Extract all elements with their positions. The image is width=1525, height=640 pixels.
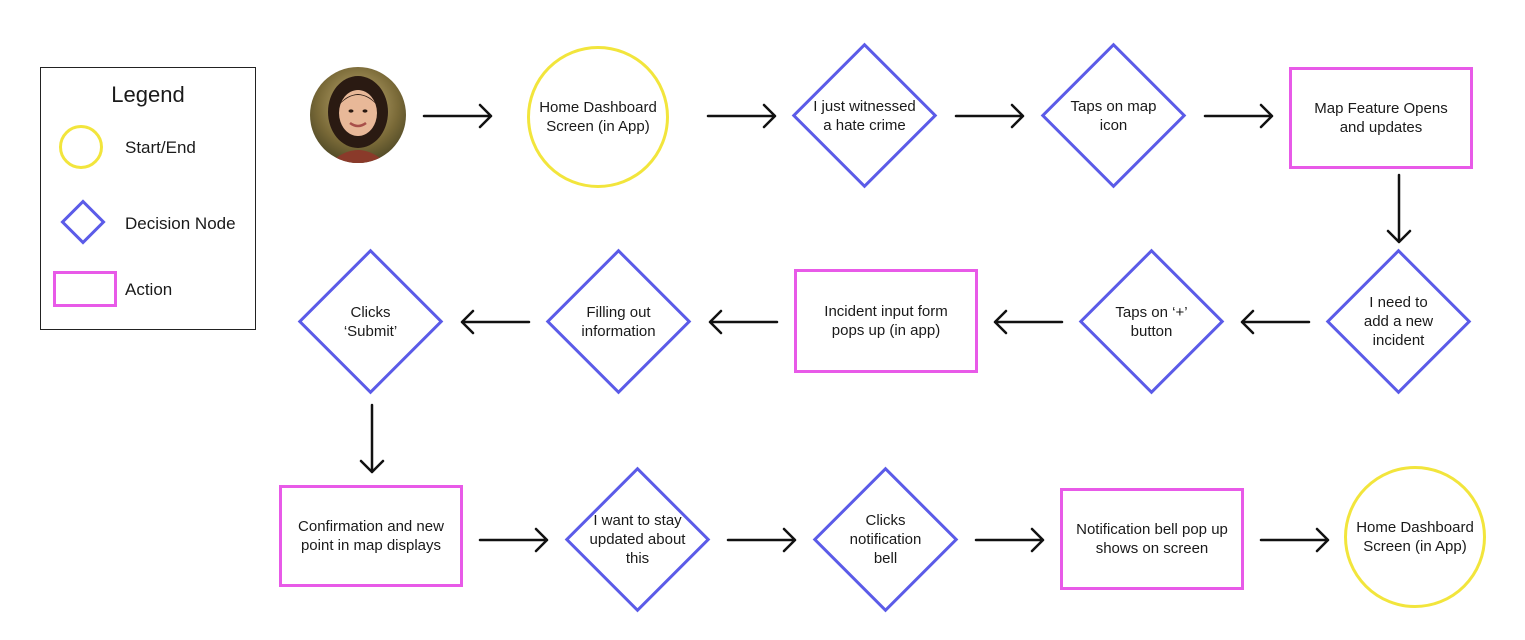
node-stay-updated-label: I want to stay updated about this	[589, 512, 686, 567]
node-input-form-label: Incident input form pops up (in app)	[824, 303, 948, 339]
node-home-start: Home Dashboard Screen (in App)	[527, 46, 669, 188]
arrow-3	[954, 103, 1025, 129]
legend-start-end-icon	[59, 125, 103, 169]
node-map-opens-label: Map Feature Opens and updates	[1314, 100, 1448, 136]
legend-action-label: Action	[125, 280, 173, 299]
node-clicks-bell: Clicks notification bell	[812, 466, 959, 613]
arrow-7	[993, 309, 1064, 335]
arrow-2	[706, 103, 777, 129]
node-taps-plus-label: Taps on ‘+’ button	[1115, 303, 1188, 340]
node-confirmation: Confirmation and new point in map displa…	[279, 485, 463, 587]
legend-action-icon	[53, 271, 117, 307]
arrow-1	[422, 103, 493, 129]
legend-decision-label: Decision Node	[125, 214, 236, 233]
node-witnessed: I just witnessed a hate crime	[791, 42, 938, 189]
node-taps-map: Taps on map icon	[1040, 42, 1187, 189]
arrow-10	[359, 403, 385, 474]
node-bell-popup-label: Notification bell pop up shows on screen	[1076, 521, 1228, 557]
node-clicks-submit-label: Clicks ‘Submit’	[343, 303, 398, 340]
legend-start-end-label: Start/End	[125, 138, 196, 157]
arrow-12	[726, 527, 797, 553]
arrow-14	[1259, 527, 1330, 553]
arrow-9	[460, 309, 531, 335]
node-home-end: Home Dashboard Screen (in App)	[1344, 466, 1486, 608]
arrow-11	[478, 527, 549, 553]
node-home-end-label: Home Dashboard Screen (in App)	[1356, 519, 1474, 555]
user-photo-icon	[310, 67, 406, 163]
legend: Legend Start/End Decision Node Action	[40, 67, 256, 330]
arrow-4	[1203, 103, 1274, 129]
node-confirmation-label: Confirmation and new point in map displa…	[298, 518, 444, 554]
node-witnessed-label: I just witnessed a hate crime	[813, 97, 916, 134]
node-clicks-bell-label: Clicks notification bell	[849, 512, 922, 567]
node-bell-popup: Notification bell pop up shows on screen	[1060, 488, 1244, 590]
node-input-form: Incident input form pops up (in app)	[794, 269, 978, 373]
legend-title: Legend	[111, 82, 185, 107]
node-taps-map-label: Taps on map icon	[1070, 97, 1157, 134]
node-need-incident-label: I need to add a new incident	[1363, 294, 1434, 349]
node-filling: Filling out information	[545, 248, 692, 395]
node-need-incident: I need to add a new incident	[1325, 248, 1472, 395]
arrow-6	[1240, 309, 1311, 335]
arrow-8	[708, 309, 779, 335]
node-stay-updated: I want to stay updated about this	[564, 466, 711, 613]
node-home-start-label: Home Dashboard Screen (in App)	[539, 99, 657, 135]
node-map-opens: Map Feature Opens and updates	[1289, 67, 1473, 169]
node-filling-label: Filling out information	[581, 303, 656, 340]
node-taps-plus: Taps on ‘+’ button	[1078, 248, 1225, 395]
node-clicks-submit: Clicks ‘Submit’	[297, 248, 444, 395]
arrow-13	[974, 527, 1045, 553]
arrow-5	[1386, 173, 1412, 244]
